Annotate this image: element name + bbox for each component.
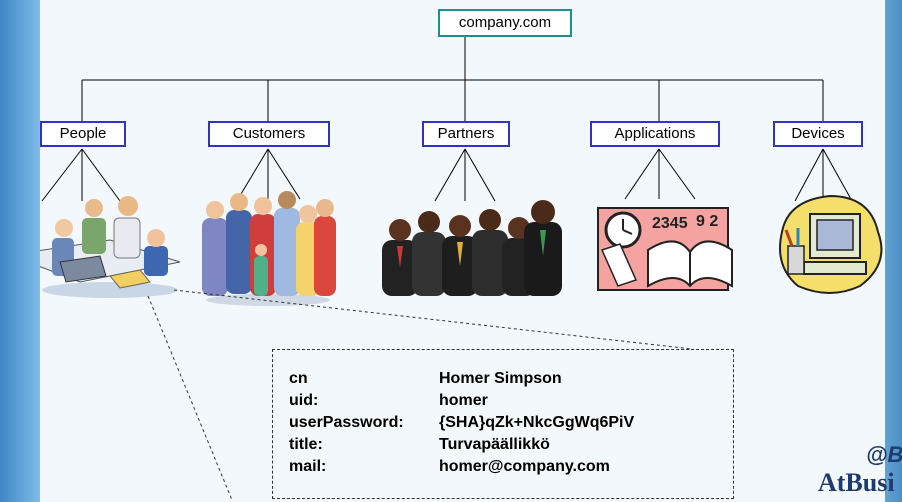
- company-logo: @B AtBusi: [818, 440, 902, 502]
- category-label-devices: Devices: [791, 125, 845, 142]
- callout-lines: [147, 289, 693, 501]
- fan-customers: [237, 148, 301, 200]
- fan-devices: [794, 148, 853, 202]
- entry-key: cn: [289, 370, 308, 387]
- svg-text:2345: 2345: [652, 215, 688, 232]
- entry-key: mail:: [289, 458, 327, 475]
- root-node: company.com: [438, 9, 572, 37]
- entry-value: homer@company.com: [439, 458, 610, 475]
- category-node-people: People: [40, 121, 126, 147]
- category-node-applications: Applications: [590, 121, 720, 147]
- callout-line-top: [173, 289, 693, 350]
- entry-value: Turvapäällikkö: [439, 436, 550, 453]
- people-clipart: [40, 196, 181, 298]
- directory-entry-card: cn Homer Simpson uid: homer userPassword…: [272, 349, 734, 499]
- entry-key: title:: [289, 436, 323, 453]
- fan-people: [41, 148, 121, 202]
- svg-text:9 2: 9 2: [696, 213, 718, 230]
- category-label-partners: Partners: [437, 125, 495, 142]
- category-node-devices: Devices: [773, 121, 863, 147]
- category-node-customers: Customers: [208, 121, 330, 147]
- fan-partners: [434, 148, 496, 202]
- tree-connectors: [41, 37, 853, 202]
- fan-applications: [624, 148, 696, 200]
- partners-clipart: [382, 200, 562, 296]
- category-label-customers: Customers: [232, 125, 306, 142]
- category-label-people: People: [59, 125, 107, 142]
- customers-clipart: [202, 191, 336, 306]
- tree-diagram: 2345 9 2: [40, 37, 883, 501]
- slide: 2345 9 2 company.com People Customers Pa…: [40, 0, 885, 502]
- logo-mark: @B: [866, 442, 902, 467]
- callout-line-bottom: [147, 295, 233, 501]
- entry-value: homer: [439, 392, 488, 409]
- logo-text: AtBusi: [818, 468, 895, 497]
- applications-clipart: 2345 9 2: [597, 207, 733, 291]
- entry-value: {SHA}qZk+NkcGgWq6PiV: [439, 414, 635, 431]
- entry-key: userPassword:: [289, 414, 404, 431]
- category-node-partners: Partners: [422, 121, 510, 147]
- entry-value: Homer Simpson: [439, 370, 562, 387]
- category-label-applications: Applications: [614, 125, 696, 142]
- devices-clipart: [779, 194, 883, 294]
- entry-key: uid:: [289, 392, 319, 409]
- root-node-label: company.com: [458, 14, 552, 31]
